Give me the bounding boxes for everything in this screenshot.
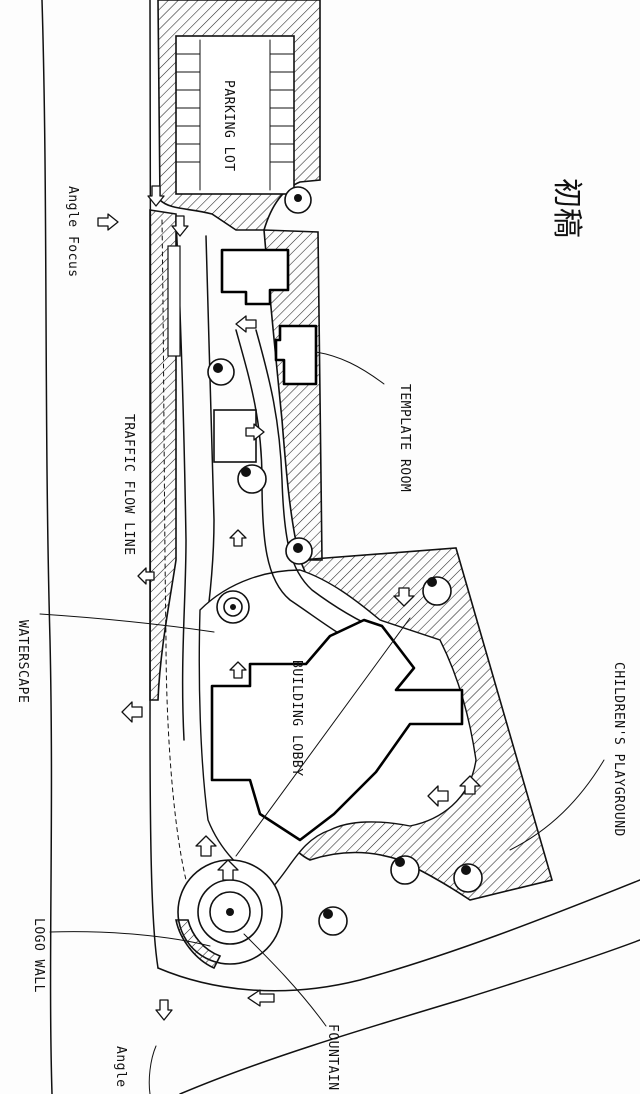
building-lobby xyxy=(210,618,464,842)
lobby-axis xyxy=(235,617,411,857)
label-childrens-playground: CHILDREN'S PLAYGROUND xyxy=(611,662,626,837)
fountain-drawing xyxy=(175,859,283,970)
leader-playground xyxy=(509,759,605,851)
label-building-lobby: BUILDING LOBBY xyxy=(289,660,304,777)
sheet-title: 初稿 xyxy=(549,178,584,238)
ped-path-2 xyxy=(255,329,385,633)
template-room-annex xyxy=(274,324,318,386)
template-room-leader xyxy=(315,351,385,385)
street-edge-bottom xyxy=(157,879,640,992)
flow-arrows xyxy=(97,185,481,1021)
trees xyxy=(207,186,483,936)
label-logo-wall: LOGO WALL xyxy=(31,918,46,993)
label-fountain: FOUNTAIN xyxy=(325,1024,340,1091)
leader-angle xyxy=(148,1045,157,1094)
label-waterscape: WATERSCAPE xyxy=(15,620,30,704)
template-room-building xyxy=(220,248,290,306)
ped-path-1 xyxy=(235,329,373,651)
median-slot xyxy=(167,245,181,357)
label-parking-lot: PARKING LOT xyxy=(221,80,236,172)
parking-stalls xyxy=(175,39,295,191)
leader-logo-wall xyxy=(49,931,211,947)
drive-lane-2 xyxy=(203,235,215,641)
parking-lot-area xyxy=(175,35,295,195)
label-template-room: TEMPLATE ROOM xyxy=(397,384,412,493)
leader-fountain xyxy=(243,933,327,1027)
leader-waterscape xyxy=(39,613,215,633)
label-angle-focus: Angle Focus xyxy=(65,186,80,278)
street-edge-bottom-2 xyxy=(179,939,640,1094)
label-angle: Angle xyxy=(113,1046,128,1088)
label-traffic-flow-line: TRAFFIC FLOW LINE xyxy=(121,414,136,556)
